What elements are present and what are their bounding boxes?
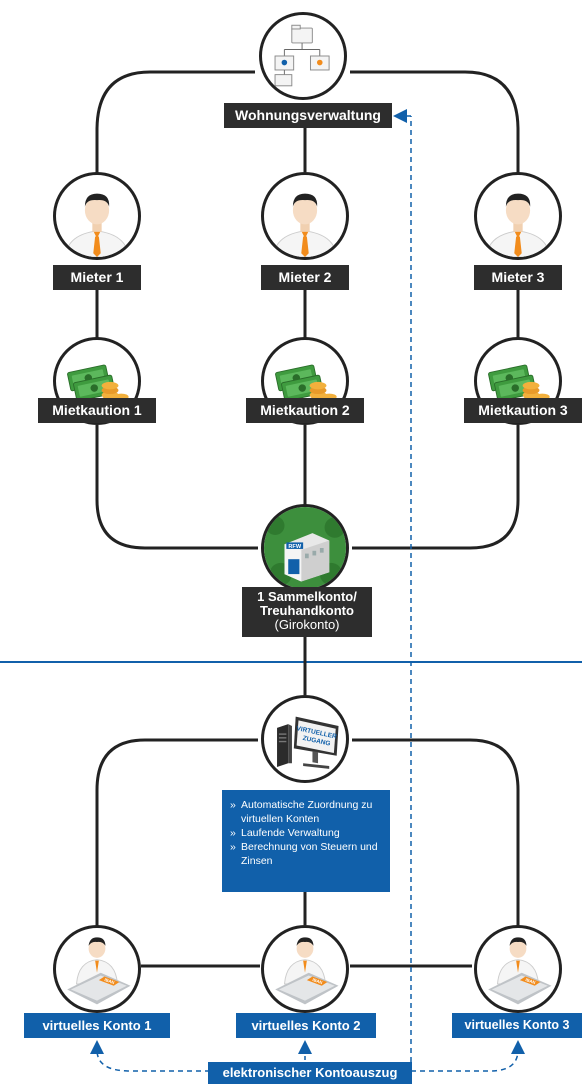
collective-account-line3: (Girokonto) <box>274 617 340 632</box>
tenant-2-circle <box>261 172 349 260</box>
virtual-account-3-circle: IBAN <box>474 925 562 1013</box>
deposit-2-label: Mietkaution 2 <box>246 398 364 423</box>
virtual-access-circle: VIRTUELLER ZUGANG <box>261 695 349 783</box>
features-box: Automatische Zuordnung zu virtuellen Kon… <box>222 790 390 892</box>
virtual-account-2-label: virtuelles Konto 2 <box>236 1013 376 1038</box>
svg-text:IBAN: IBAN <box>104 977 115 985</box>
folder-tree-icon <box>274 24 330 87</box>
person-laptop-icon: IBAN <box>488 937 552 1005</box>
deposit-3-label: Mietkaution 3 <box>464 398 582 423</box>
svg-text:IBAN: IBAN <box>312 977 323 985</box>
collective-account-line2: Treuhandkonto <box>260 603 354 618</box>
svg-text:IBAN: IBAN <box>525 977 536 985</box>
bank-building-icon: RFW <box>264 507 346 589</box>
virtual-account-1-circle: IBAN <box>53 925 141 1013</box>
person-icon <box>485 193 551 257</box>
collective-account-line1: 1 Sammelkonto/ <box>257 589 357 604</box>
person-laptop-icon: IBAN <box>275 937 339 1005</box>
virtual-account-1-label: virtuelles Konto 1 <box>24 1013 170 1038</box>
feature-item: Berechnung von Steuern und Zinsen <box>230 840 384 868</box>
property-management-label: Wohnungsverwaltung <box>224 103 392 128</box>
person-icon <box>272 193 338 257</box>
money-icon <box>67 364 129 405</box>
collective-account-circle: RFW <box>261 504 349 592</box>
virtual-account-3-label: virtuelles Konto 3 <box>452 1013 582 1038</box>
electronic-statement-label: elektronischer Kontoauszug <box>208 1062 412 1084</box>
feature-item: Laufende Verwaltung <box>230 826 384 840</box>
person-laptop-icon: IBAN <box>67 937 131 1005</box>
svg-text:RFW: RFW <box>288 544 301 550</box>
collective-account-label: 1 Sammelkonto/ Treuhandkonto (Girokonto) <box>242 587 372 637</box>
tenant-3-label: Mieter 3 <box>474 265 562 290</box>
computer-icon: VIRTUELLER ZUGANG <box>277 716 339 769</box>
tenant-1-label: Mieter 1 <box>53 265 141 290</box>
tenant-1-circle <box>53 172 141 260</box>
deposit-1-label: Mietkaution 1 <box>38 398 156 423</box>
feature-item: Automatische Zuordnung zu virtuellen Kon… <box>230 798 384 826</box>
virtual-account-2-circle: IBAN <box>261 925 349 1013</box>
property-management-circle <box>259 12 347 100</box>
tenant-3-circle <box>474 172 562 260</box>
tenant-2-label: Mieter 2 <box>261 265 349 290</box>
person-icon <box>64 193 130 257</box>
